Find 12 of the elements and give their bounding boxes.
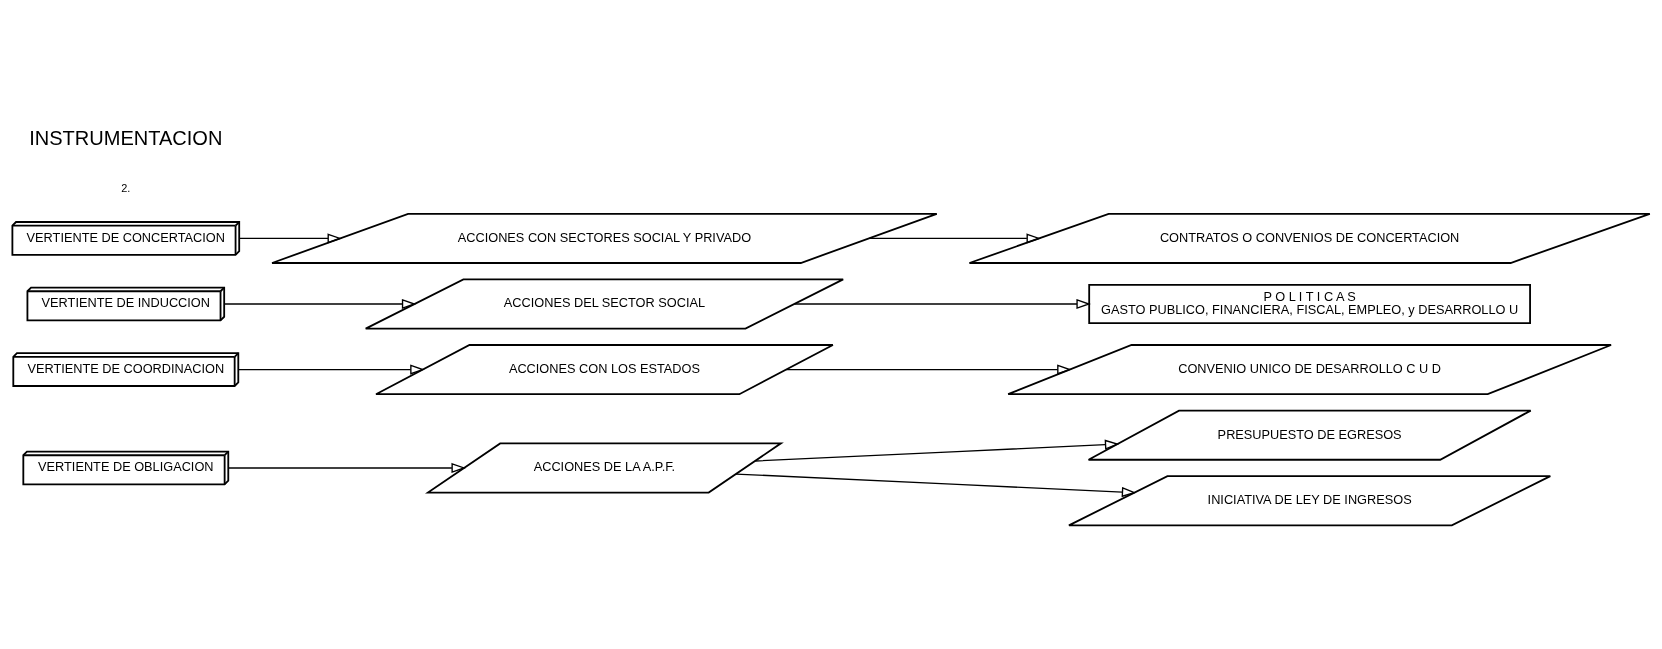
label: INSTRUMENTACION xyxy=(29,127,223,150)
arrow xyxy=(735,473,1137,498)
arrow xyxy=(785,364,1072,375)
arrow xyxy=(868,233,1042,244)
label: 2. xyxy=(121,182,131,195)
node-box: P O L I T I C A S GASTO PUBLICO, FINANCIERA, FISCAL, EMPLEO, y DESARROLLO U xyxy=(1088,283,1531,325)
arrow xyxy=(223,298,417,310)
arrow xyxy=(237,364,425,375)
arrow xyxy=(754,439,1120,462)
arrow xyxy=(238,233,343,244)
arrow xyxy=(227,462,467,474)
arrow xyxy=(793,298,1091,310)
